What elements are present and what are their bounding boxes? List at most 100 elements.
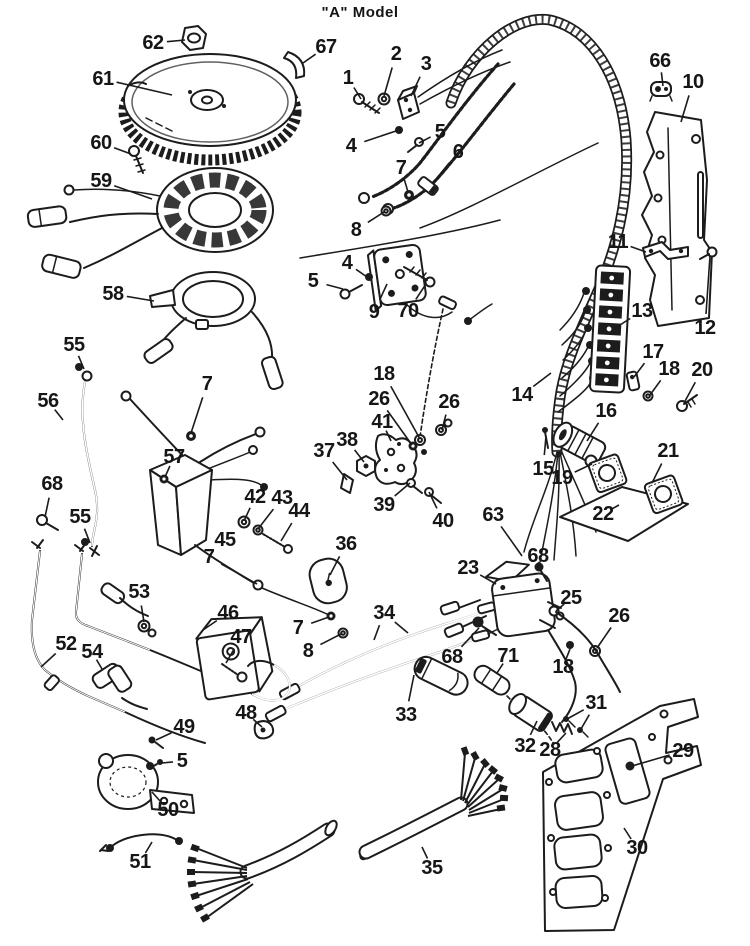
callout-9: 9 bbox=[368, 301, 380, 323]
callout-32: 32 bbox=[514, 735, 536, 757]
callout-70: 70 bbox=[397, 300, 419, 322]
callout-35: 35 bbox=[421, 857, 443, 879]
callout-5: 5 bbox=[176, 750, 188, 772]
callout-15: 15 bbox=[532, 458, 554, 480]
flywheel-key-wedge bbox=[283, 51, 306, 79]
callout-71: 71 bbox=[497, 645, 519, 667]
timer-base bbox=[143, 271, 284, 391]
mount-bracket bbox=[641, 111, 713, 327]
callout-41: 41 bbox=[371, 411, 393, 433]
terminal-strip bbox=[589, 264, 632, 394]
callout-13: 13 bbox=[631, 300, 653, 322]
callout-10: 10 bbox=[682, 71, 704, 93]
fuse-cover-33 bbox=[413, 655, 469, 696]
pad-36 bbox=[308, 557, 348, 605]
callout-17: 17 bbox=[642, 341, 664, 363]
callout-8: 8 bbox=[302, 640, 314, 662]
callout-34: 34 bbox=[373, 602, 395, 624]
callout-50: 50 bbox=[157, 799, 179, 821]
wire-harness-35 bbox=[187, 746, 509, 923]
electrical-panel bbox=[542, 698, 702, 932]
callout-57: 57 bbox=[163, 446, 185, 468]
screw-set bbox=[237, 515, 293, 554]
flywheel-nut bbox=[181, 25, 207, 51]
callout-7: 7 bbox=[201, 373, 213, 395]
callout-44: 44 bbox=[288, 500, 310, 522]
callout-1: 1 bbox=[342, 67, 354, 89]
stator bbox=[26, 167, 274, 279]
callout-19: 19 bbox=[551, 467, 573, 489]
callout-5: 5 bbox=[434, 121, 446, 143]
callout-12: 12 bbox=[694, 317, 716, 339]
flywheel bbox=[118, 53, 302, 166]
callout-6: 6 bbox=[452, 141, 464, 163]
callout-16: 16 bbox=[595, 400, 617, 422]
callout-62: 62 bbox=[142, 32, 164, 54]
callout-7: 7 bbox=[203, 546, 215, 568]
callout-28: 28 bbox=[539, 739, 561, 761]
ground-wire bbox=[36, 363, 100, 557]
callout-68: 68 bbox=[41, 473, 63, 495]
solenoid bbox=[439, 560, 621, 723]
callout-18: 18 bbox=[373, 363, 395, 385]
rectifier bbox=[339, 243, 493, 438]
callout-36: 36 bbox=[335, 533, 357, 555]
callout-8: 8 bbox=[350, 219, 362, 241]
callout-61: 61 bbox=[92, 68, 114, 90]
callout-18: 18 bbox=[552, 656, 574, 678]
callout-7: 7 bbox=[395, 157, 407, 179]
callout-2: 2 bbox=[390, 43, 402, 65]
callout-54: 54 bbox=[81, 641, 103, 663]
lower-left-assembly bbox=[30, 539, 291, 852]
callout-11: 11 bbox=[607, 231, 629, 253]
callout-20: 20 bbox=[691, 359, 713, 381]
callout-47: 47 bbox=[230, 626, 252, 648]
key-switch bbox=[542, 421, 611, 478]
callout-14: 14 bbox=[511, 384, 533, 406]
screw-12 bbox=[699, 246, 718, 260]
callout-48: 48 bbox=[235, 702, 257, 724]
callout-51: 51 bbox=[129, 851, 151, 873]
callout-30: 30 bbox=[626, 837, 648, 859]
callout-29: 29 bbox=[672, 740, 694, 762]
callout-53: 53 bbox=[128, 581, 150, 603]
callout-4: 4 bbox=[341, 252, 353, 274]
callout-5: 5 bbox=[307, 270, 319, 292]
callout-55: 55 bbox=[63, 334, 85, 356]
callout-37: 37 bbox=[313, 440, 335, 462]
callout-43: 43 bbox=[271, 487, 293, 509]
callout-67: 67 bbox=[315, 36, 337, 58]
callout-33: 33 bbox=[395, 704, 417, 726]
callout-56: 56 bbox=[37, 390, 59, 412]
cable-clamp-66 bbox=[649, 81, 673, 102]
callout-26: 26 bbox=[438, 391, 460, 413]
callout-38: 38 bbox=[336, 429, 358, 451]
wiring-loom bbox=[299, 13, 633, 563]
callout-21: 21 bbox=[657, 440, 679, 462]
diagram-title: "A" Model bbox=[321, 4, 399, 21]
callout-4: 4 bbox=[345, 135, 357, 157]
callout-26: 26 bbox=[608, 605, 630, 627]
callout-40: 40 bbox=[432, 510, 454, 532]
bolt-60 bbox=[128, 145, 146, 174]
callout-3: 3 bbox=[420, 53, 432, 75]
callout-31: 31 bbox=[585, 692, 607, 714]
top-fasteners bbox=[353, 85, 439, 217]
link-bracket-11 bbox=[642, 241, 689, 260]
callout-7: 7 bbox=[292, 617, 304, 639]
callout-52: 52 bbox=[55, 633, 77, 655]
callout-46: 46 bbox=[217, 602, 239, 624]
callout-55: 55 bbox=[69, 506, 91, 528]
callout-49: 49 bbox=[173, 716, 195, 738]
grommet-plate bbox=[559, 453, 689, 542]
callout-68: 68 bbox=[441, 646, 463, 668]
callout-23: 23 bbox=[457, 557, 479, 579]
callout-39: 39 bbox=[373, 494, 395, 516]
callout-45: 45 bbox=[214, 529, 236, 551]
callout-63: 63 bbox=[482, 504, 504, 526]
callout-58: 58 bbox=[102, 283, 124, 305]
callout-59: 59 bbox=[90, 170, 112, 192]
callout-26: 26 bbox=[368, 388, 390, 410]
